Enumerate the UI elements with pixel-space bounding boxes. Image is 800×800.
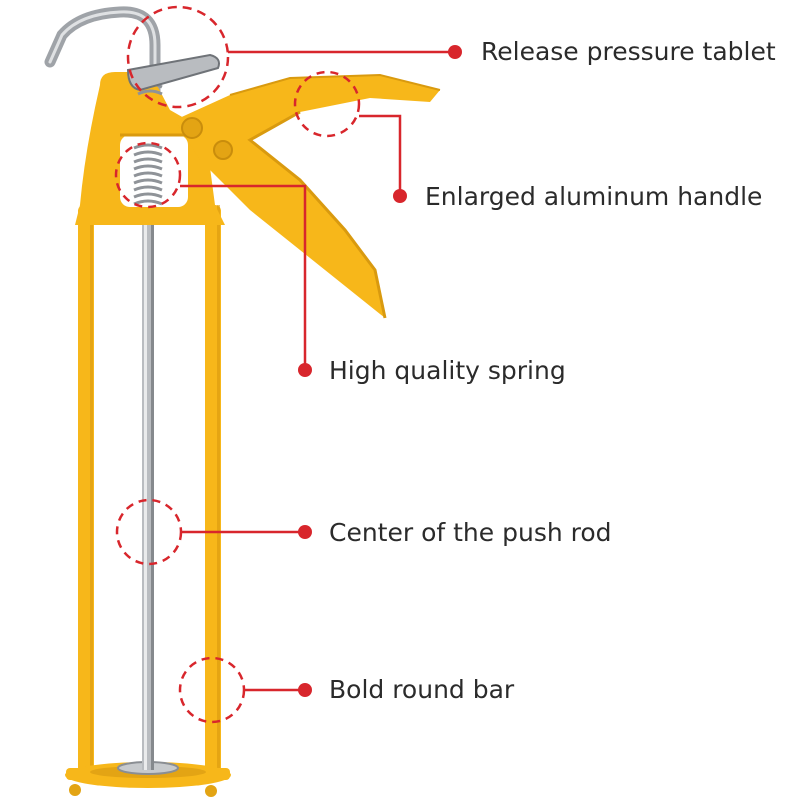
highlight-ring — [114, 141, 182, 209]
callout-dot — [298, 683, 312, 697]
highlight-ring — [293, 70, 361, 138]
callout-center-of-push-rod — [115, 498, 312, 566]
callout-enlarged-aluminum-handle — [293, 70, 407, 203]
spring — [133, 143, 163, 206]
trigger-handle — [175, 75, 440, 318]
callout-dot — [448, 45, 462, 59]
callout-bold-round-bar — [178, 656, 312, 724]
callout-dot — [298, 525, 312, 539]
label-center-of-push-rod: Center of the push rod — [329, 518, 612, 547]
callout-release-pressure-tablet — [126, 5, 462, 109]
end-cap — [65, 761, 231, 797]
leader-line — [180, 184, 307, 370]
callout-high-quality-spring — [114, 141, 312, 377]
label-bold-round-bar: Bold round bar — [329, 675, 515, 704]
caulking-gun — [44, 6, 441, 797]
callout-dot — [298, 363, 312, 377]
callout-dot — [393, 189, 407, 203]
label-enlarged-aluminum-handle: Enlarged aluminum handle — [425, 182, 763, 211]
leader-line — [359, 114, 402, 196]
highlight-ring — [126, 5, 230, 109]
release-tablet — [126, 53, 220, 92]
label-release-pressure-tablet: Release pressure tablet — [481, 37, 776, 66]
label-high-quality-spring: High quality spring — [329, 356, 566, 385]
